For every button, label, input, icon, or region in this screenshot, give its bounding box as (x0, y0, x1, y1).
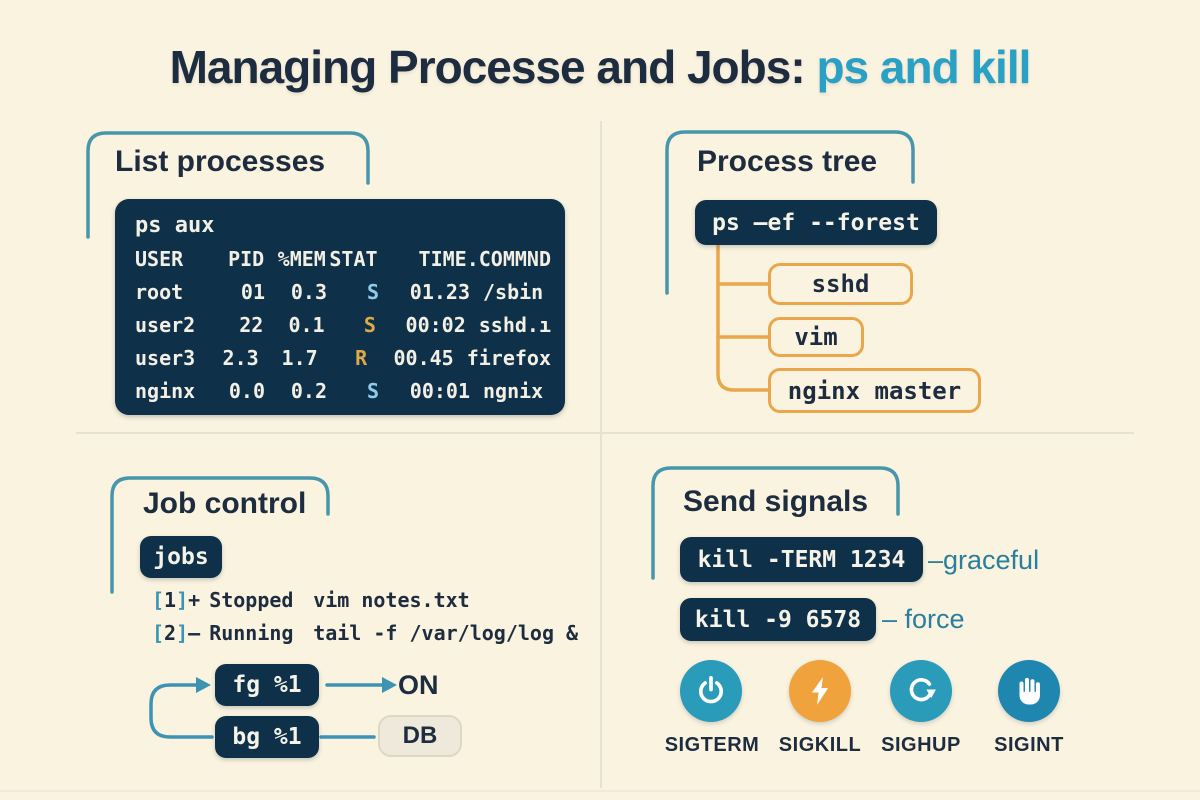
header-time-command: TIME.COMMND (418, 247, 551, 271)
graceful-note: –graceful (928, 545, 1040, 575)
bg-command: bg %1 (215, 716, 319, 758)
force-note: – force (882, 604, 965, 634)
bracket-open: [ (152, 588, 165, 612)
header-pid: PID (228, 247, 265, 271)
cell-user: nginx (135, 379, 196, 403)
cell-cmd: sshd.ı (478, 313, 552, 337)
bracket-open: [ (152, 621, 165, 645)
jobs-output: [1]+ Stopped vim notes.txt [2]– Running … (152, 584, 578, 650)
cell-stat: S (366, 379, 379, 403)
sigint-label: SIGINT (994, 734, 1064, 756)
cell-time: 00:02 (405, 313, 466, 337)
table-row: root 01 0.3 S 01.23 /sbin (135, 276, 551, 309)
terminal-window: ps aux USER PID %MEM STAT TIME.COMMND ro… (115, 199, 565, 415)
fg-arrowhead-icon (382, 677, 397, 693)
cell-cmd: ngnix (483, 379, 544, 403)
cell-pid: 01 (240, 280, 265, 304)
sigterm-badge (680, 660, 742, 722)
cell-user: user3 (135, 346, 196, 370)
cell-stat: S (363, 313, 376, 337)
cell-pid: 0.0 (228, 379, 265, 403)
job-control-heading: Job control (143, 487, 307, 520)
job-line-2: [2]– Running tail -f /var/log/log & (152, 617, 578, 650)
process-tree-heading: Process tree (697, 145, 878, 178)
cell-time: 00.45 (393, 346, 454, 370)
job-flag: + (188, 588, 201, 612)
bracket-close: ] (176, 588, 189, 612)
job-status: Stopped (209, 588, 294, 612)
sigkill-badge (789, 660, 851, 722)
table-row: user2 22 0.1 S 00:02 sshd.ı (135, 309, 551, 342)
bg-result-badge: DB (378, 715, 462, 757)
cell-mem: 0.2 (290, 379, 327, 403)
loop-arrowhead-icon (196, 677, 211, 693)
cell-mem: 1.7 (281, 346, 318, 370)
job-line-1: [1]+ Stopped vim notes.txt (152, 584, 578, 617)
cell-pid: 22 (239, 313, 264, 337)
cell-mem: 0.3 (290, 280, 327, 304)
header-mem: %MEM (277, 247, 326, 271)
jobs-command: jobs (140, 536, 222, 578)
sigint-badge (998, 660, 1060, 722)
tree-node-nginx-master: nginx master (768, 368, 981, 413)
cell-cmd: /sbin (483, 280, 544, 304)
cell-stat: S (366, 280, 379, 304)
send-signals-heading: Send signals (683, 485, 869, 518)
job-status: Running (209, 621, 294, 645)
header-user: USER (135, 247, 184, 271)
kill-term-command: kill -TERM 1234 (680, 537, 923, 582)
hand-icon (1019, 677, 1040, 705)
fg-command: fg %1 (215, 664, 319, 706)
kill-9-command: kill -9 6578 (680, 598, 876, 641)
fg-result-label: ON (398, 670, 439, 700)
tree-connectors (716, 244, 770, 392)
sighup-badge (890, 660, 952, 722)
tree-node-vim: vim (768, 317, 864, 357)
table-row: user3 2.3 1.7 R 00.45 firefox (135, 342, 551, 375)
tree-trunk-line (716, 244, 770, 392)
list-processes-heading: List processes (115, 145, 326, 178)
table-header-row: USER PID %MEM STAT TIME.COMMND (135, 243, 551, 276)
cell-pid: 2.3 (222, 346, 259, 370)
tree-node-sshd: sshd (768, 263, 913, 305)
sigkill-label: SIGKILL (778, 734, 862, 756)
page-title: Managing Processe and Jobs: ps and kill (0, 40, 1200, 94)
header-stat: STAT (329, 247, 378, 271)
cell-time: 00:01 (409, 379, 470, 403)
title-main: Managing Processe and Jobs: (169, 41, 817, 93)
table-row: nginx 0.0 0.2 S 00:01 ngnix (135, 375, 551, 408)
sigterm-label: SIGTERM (664, 734, 760, 756)
job-number: 2 (164, 621, 177, 645)
cell-user: root (135, 280, 184, 304)
cell-user: user2 (135, 313, 196, 337)
job-command: tail -f /var/log/log & (313, 621, 579, 645)
ps-aux-command: ps aux (135, 213, 215, 238)
power-icon (698, 676, 724, 704)
bracket-close: ] (176, 621, 189, 645)
job-command: vim notes.txt (313, 588, 470, 612)
ps-forest-command: ps –ef --forest (695, 200, 937, 245)
job-flag: – (188, 621, 201, 645)
sighup-label: SIGHUP (881, 734, 961, 756)
cell-stat: R (355, 346, 368, 370)
refresh-icon (909, 678, 936, 702)
loop-arrow-line (149, 683, 214, 739)
cell-time: 01.23 (409, 280, 470, 304)
lightning-icon (811, 677, 829, 705)
title-accent: ps and kill (816, 41, 1031, 93)
cell-mem: 0.1 (288, 313, 325, 337)
cell-cmd: firefox (466, 346, 551, 370)
job-number: 1 (164, 588, 177, 612)
